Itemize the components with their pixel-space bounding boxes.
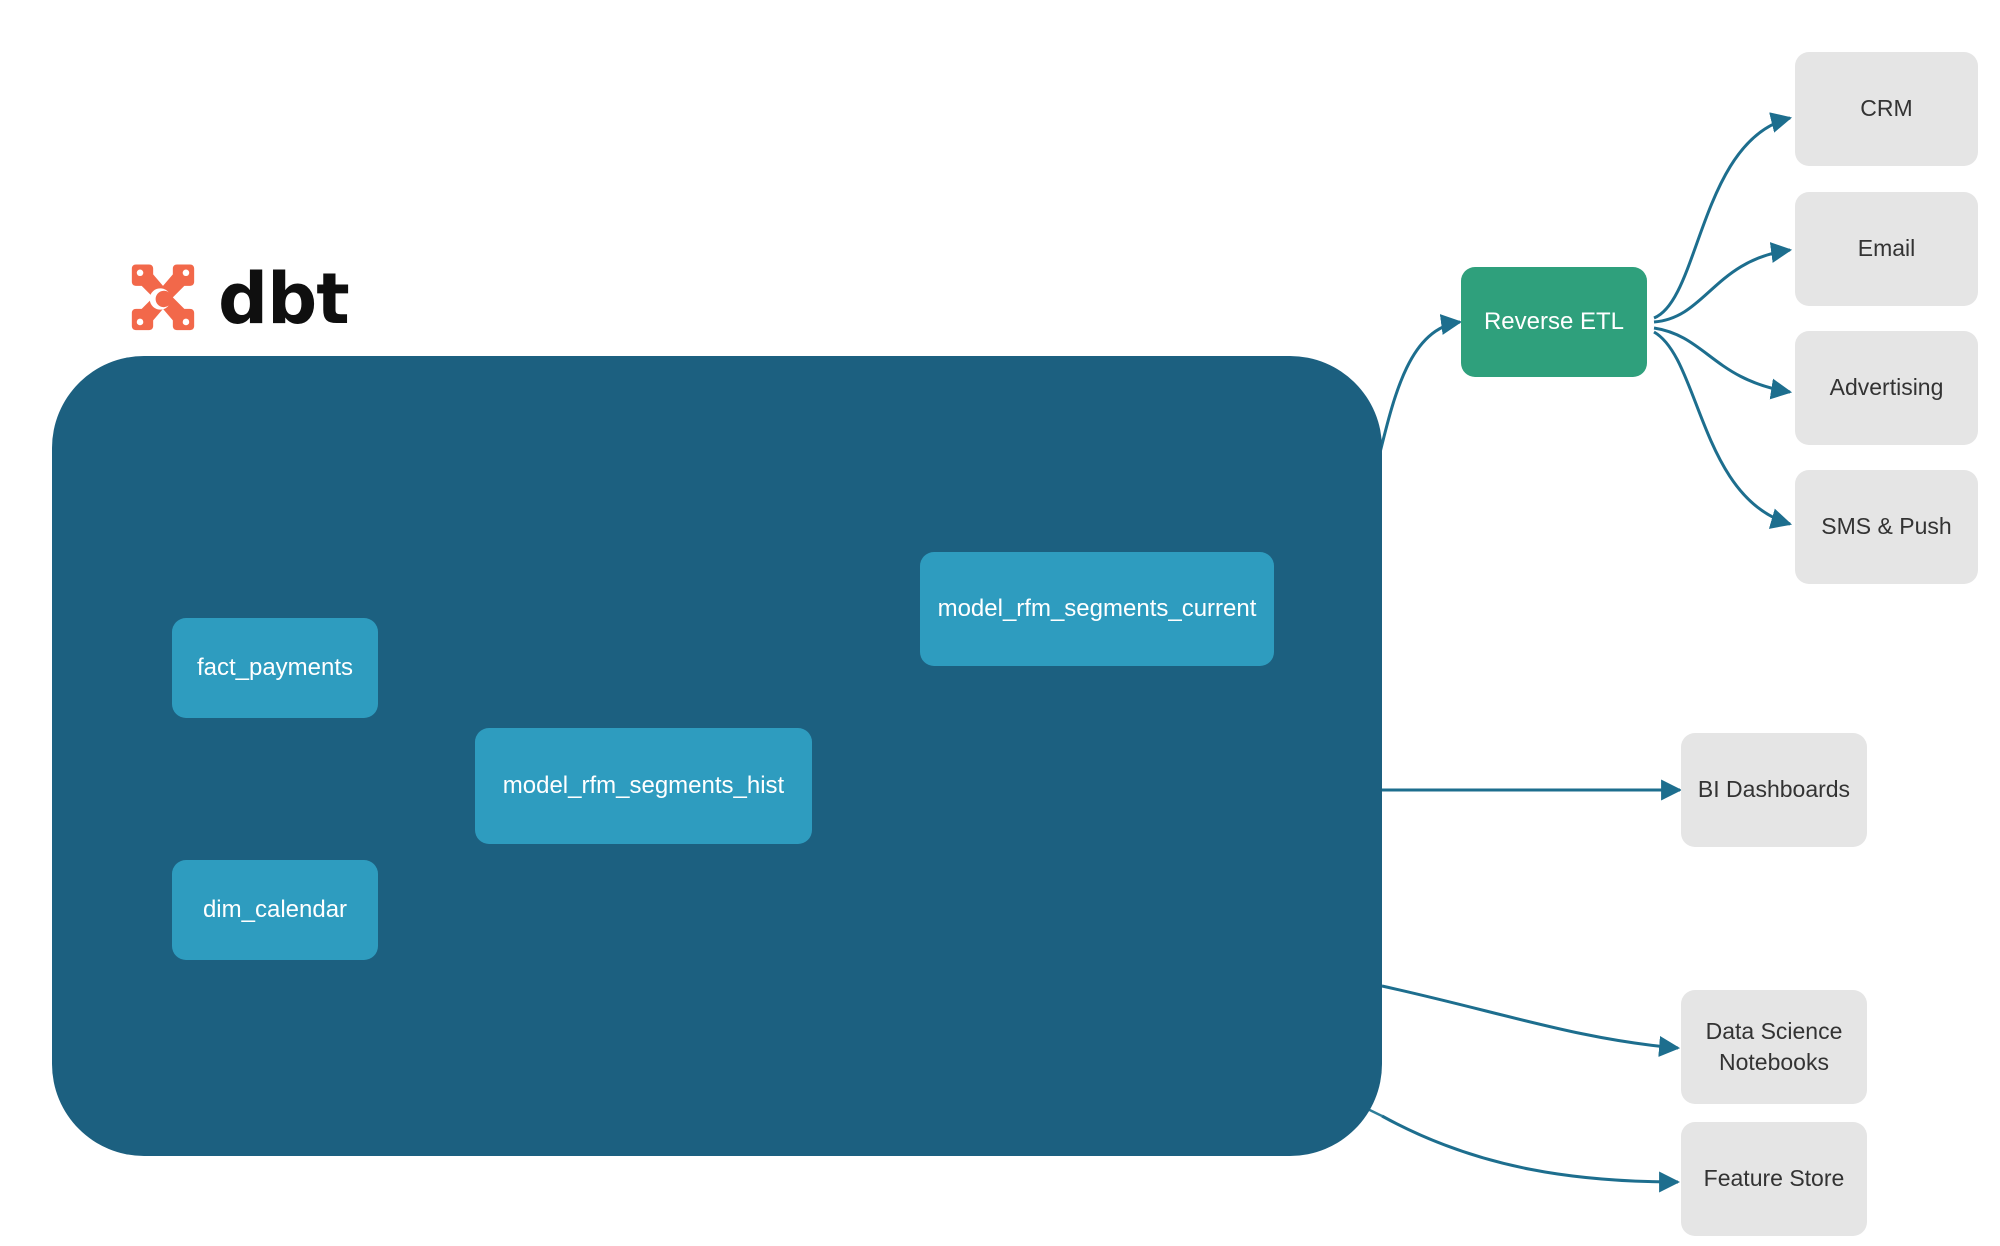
node-model-rfm-segments-hist[interactable]: model_rfm_segments_hist	[475, 728, 812, 844]
node-data-science-notebooks[interactable]: Data Science Notebooks	[1681, 990, 1867, 1104]
node-label: BI Dashboards	[1697, 776, 1851, 803]
node-feature-store[interactable]: Feature Store	[1681, 1122, 1867, 1236]
node-advertising[interactable]: Advertising	[1795, 331, 1978, 445]
node-label-line-1: Data Science	[1705, 1017, 1843, 1044]
node-label: Reverse ETL	[1483, 308, 1625, 335]
node-label: CRM	[1860, 95, 1913, 122]
node-dim-calendar[interactable]: dim_calendar	[172, 860, 378, 960]
dbt-wordmark: dbt	[218, 258, 350, 340]
node-reverse-etl[interactable]: Reverse ETL	[1461, 267, 1647, 377]
edge-reverse-etl-to-sms-push	[1653, 330, 1793, 529]
edge-reverse-etl-to-crm	[1653, 112, 1793, 320]
node-label: Advertising	[1829, 374, 1944, 401]
node-label: dim_calendar	[202, 896, 348, 923]
node-fact-payments[interactable]: fact_payments	[172, 618, 378, 718]
node-crm[interactable]: CRM	[1795, 52, 1978, 166]
node-label: model_rfm_segments_hist	[502, 772, 785, 799]
edge-to-data-science-notebooks	[1381, 984, 1681, 1057]
node-model-rfm-segments-current[interactable]: model_rfm_segments_current	[920, 552, 1274, 666]
node-label: fact_payments	[196, 654, 354, 681]
node-label: Email	[1857, 235, 1916, 262]
node-label: model_rfm_segments_current	[937, 595, 1257, 622]
node-label: Data Science Notebooks	[1706, 1016, 1843, 1078]
edge-reverse-etl-to-email	[1653, 242, 1793, 324]
edge-to-feature-store	[1381, 1114, 1681, 1193]
node-bi-dashboards[interactable]: BI Dashboards	[1681, 733, 1867, 847]
node-email[interactable]: Email	[1795, 192, 1978, 306]
node-label: Feature Store	[1703, 1165, 1845, 1192]
dbt-brand: dbt	[122, 258, 350, 340]
edge-reverse-etl-to-advertising	[1653, 326, 1793, 400]
node-sms-push[interactable]: SMS & Push	[1795, 470, 1978, 584]
node-label-line-2: Notebooks	[1719, 1049, 1829, 1075]
node-label: SMS & Push	[1821, 513, 1952, 540]
dbt-logo-mark	[131, 264, 195, 331]
